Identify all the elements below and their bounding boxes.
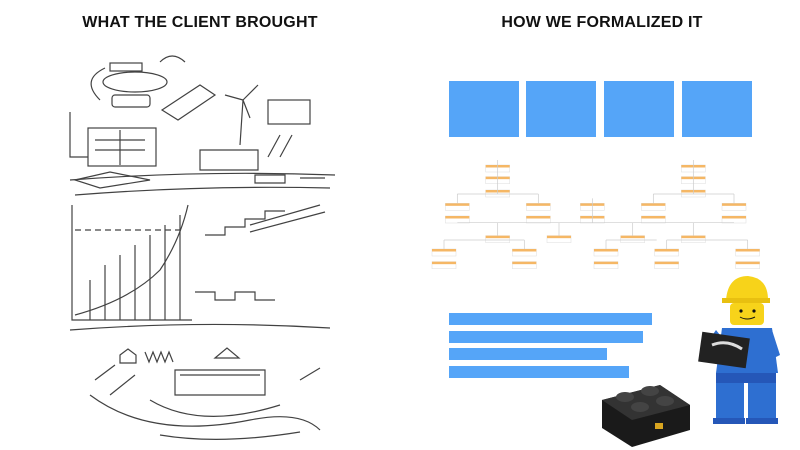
sketch-formula bbox=[199, 149, 259, 171]
tree-node bbox=[654, 261, 679, 269]
progress-bar-2 bbox=[449, 331, 644, 343]
progress-bar-4 bbox=[449, 366, 630, 378]
sketch-building bbox=[87, 127, 157, 167]
lego-brick bbox=[602, 385, 690, 447]
formal-box-4 bbox=[682, 81, 752, 137]
tree-node bbox=[593, 261, 619, 269]
head bbox=[730, 303, 764, 325]
sketch-people bbox=[102, 71, 168, 93]
tree-node bbox=[512, 261, 537, 269]
right-panel-title: HOW WE FORMALIZED IT bbox=[501, 14, 703, 31]
sketch-table bbox=[267, 99, 311, 125]
formal-box-2 bbox=[526, 81, 596, 137]
sketch-chart-axes bbox=[71, 205, 192, 321]
laptop bbox=[698, 331, 750, 369]
sketch-stairs bbox=[205, 210, 285, 236]
sketch-house bbox=[119, 348, 137, 364]
sketch-solar-panel bbox=[160, 84, 217, 121]
helmet bbox=[726, 276, 768, 300]
left-panel-title: WHAT THE CLIENT BROUGHT bbox=[82, 14, 318, 31]
sketch-bus bbox=[111, 94, 151, 108]
sketch-battery bbox=[109, 62, 143, 72]
sketch-factory bbox=[174, 369, 266, 396]
lego-minifigure bbox=[698, 276, 780, 424]
tree-node bbox=[431, 261, 457, 269]
formal-box-3 bbox=[604, 81, 674, 137]
sketch-wind-turbine bbox=[224, 84, 259, 146]
formal-box-1 bbox=[449, 81, 519, 137]
progress-bar-1 bbox=[449, 313, 652, 325]
tree-node bbox=[735, 261, 760, 269]
sketch-circuit bbox=[195, 291, 275, 301]
progress-bar-3 bbox=[449, 348, 607, 360]
sketch-growth-curve bbox=[74, 204, 189, 316]
sketch-plane bbox=[72, 171, 151, 189]
